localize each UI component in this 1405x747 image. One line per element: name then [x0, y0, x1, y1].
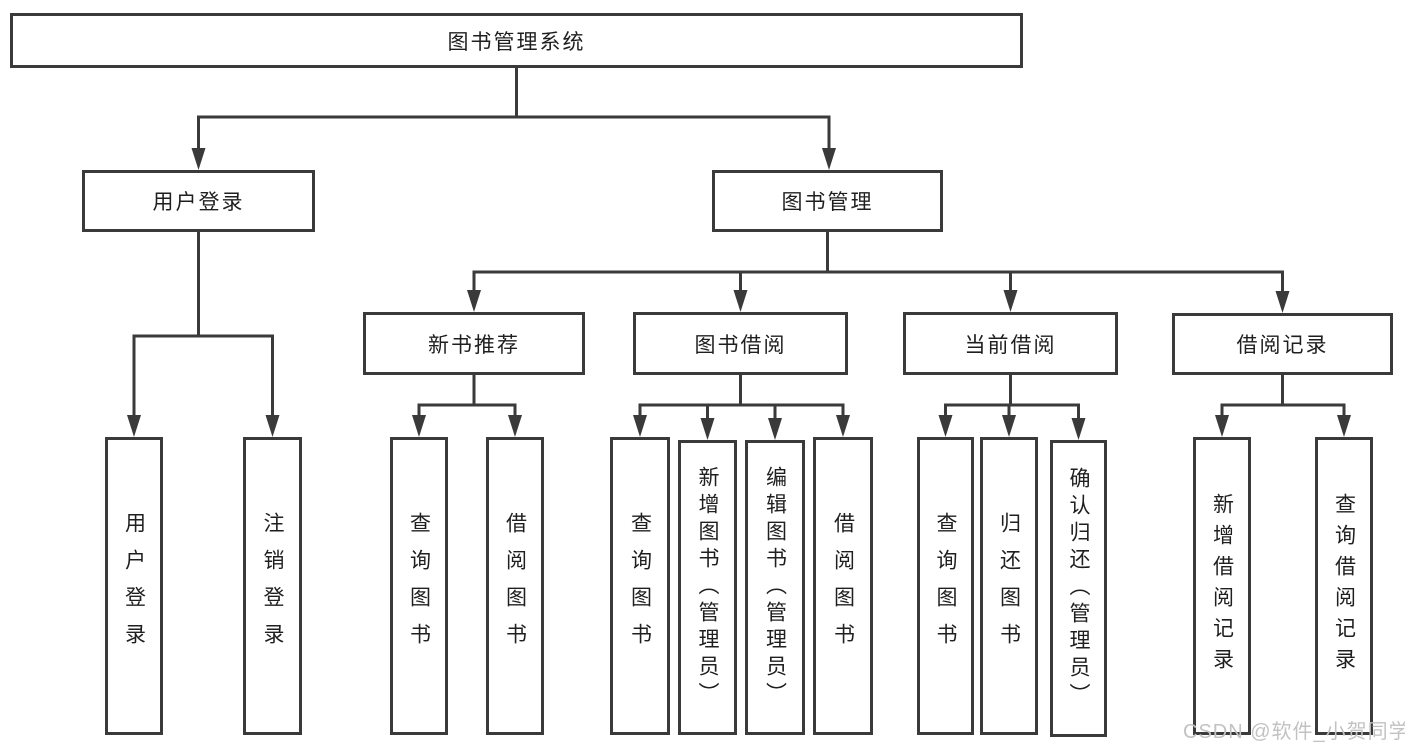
leaf-query-books-recommend: 查询图书 — [390, 437, 448, 735]
leaf-logout: 注销登录 — [243, 437, 302, 735]
csdn-watermark: CSDN @软件_小贺同学 — [1183, 721, 1405, 743]
leaf-edit-books-admin: 编辑图书（管理员） — [745, 440, 805, 735]
leaf-query-borrow-record: 查询借阅记录 — [1315, 437, 1373, 735]
leaf-confirm-return-admin: 确认归还（管理员） — [1050, 440, 1107, 737]
node-book-management: 图书管理 — [712, 170, 943, 232]
leaf-borrow-books: 借阅图书 — [813, 437, 873, 735]
leaf-query-books-current: 查询图书 — [917, 437, 974, 735]
node-new-book-recommend: 新书推荐 — [363, 312, 585, 375]
leaf-return-books: 归还图书 — [980, 437, 1038, 735]
leaf-query-books-borrow: 查询图书 — [610, 437, 670, 735]
leaf-add-borrow-record: 新增借阅记录 — [1193, 437, 1251, 735]
node-current-borrow: 当前借阅 — [903, 312, 1118, 375]
node-borrow-records: 借阅记录 — [1172, 313, 1393, 375]
leaf-add-books-admin: 新增图书（管理员） — [678, 440, 737, 735]
node-book-borrow: 图书借阅 — [633, 312, 848, 375]
leaf-user-login: 用户登录 — [105, 437, 163, 735]
node-user-login: 用户登录 — [82, 170, 315, 232]
leaf-borrow-books-recommend: 借阅图书 — [486, 437, 544, 735]
node-library-management-system: 图书管理系统 — [10, 13, 1023, 68]
